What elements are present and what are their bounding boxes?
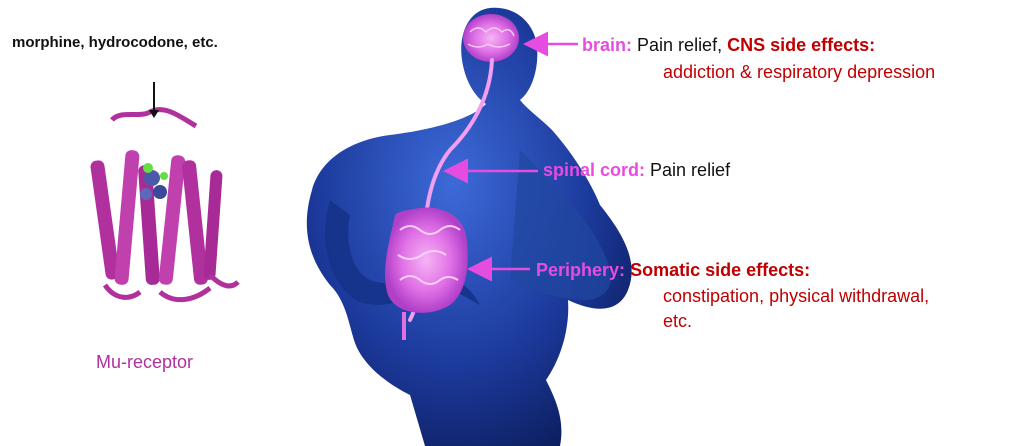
brain-callout-line1: brain: Pain relief, CNS side effects: bbox=[582, 34, 875, 57]
brain-pain-relief: Pain relief, bbox=[637, 35, 727, 55]
spinal-cord-callout: spinal cord: Pain relief bbox=[543, 159, 730, 182]
somatic-side-effects: Somatic side effects: bbox=[630, 260, 810, 280]
periphery-side-effects-detail: constipation, physical withdrawal, bbox=[663, 285, 929, 308]
drug-label: morphine, hydrocodone, etc. bbox=[12, 34, 218, 51]
brain-category: brain: bbox=[582, 35, 632, 55]
cns-side-effects: CNS side effects: bbox=[727, 35, 875, 55]
mu-receptor-structure bbox=[90, 110, 238, 300]
periphery-category: Periphery: bbox=[536, 260, 625, 280]
periphery-callout-line1: Periphery: Somatic side effects: bbox=[536, 259, 810, 282]
spinal-cord-pain-relief: Pain relief bbox=[650, 160, 730, 180]
brain-side-effects-detail: addiction & respiratory depression bbox=[663, 61, 935, 84]
spinal-cord-category: spinal cord: bbox=[543, 160, 645, 180]
human-body-figure bbox=[307, 8, 632, 446]
receptor-label: Mu-receptor bbox=[96, 352, 193, 373]
brain-illustration bbox=[463, 14, 519, 62]
periphery-side-effects-etc: etc. bbox=[663, 310, 692, 333]
